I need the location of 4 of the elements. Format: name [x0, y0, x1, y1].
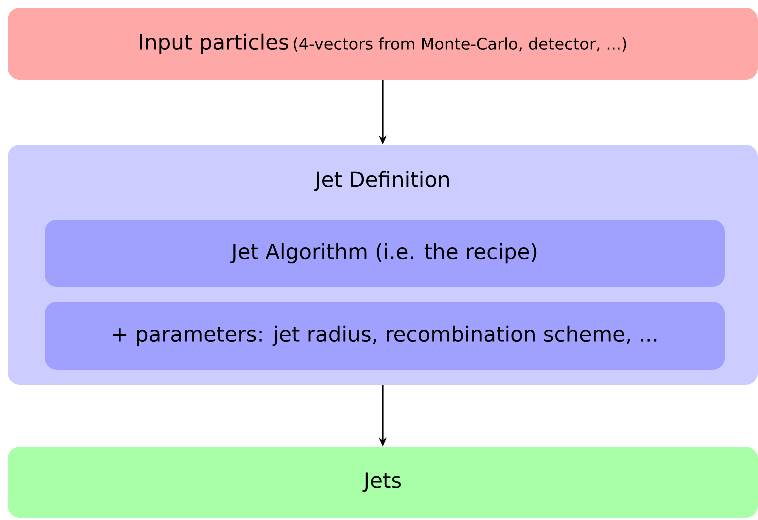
process-box: Jet Algorithm (i.e. the recipe): [45, 220, 725, 287]
process-box: + parameters: jet radius, recombination scheme, ...: [45, 302, 725, 370]
output-box: Jets: [8, 447, 758, 518]
input-box: Input particles (4-vectors from Monte-Carlo, detector, ...): [8, 8, 758, 80]
